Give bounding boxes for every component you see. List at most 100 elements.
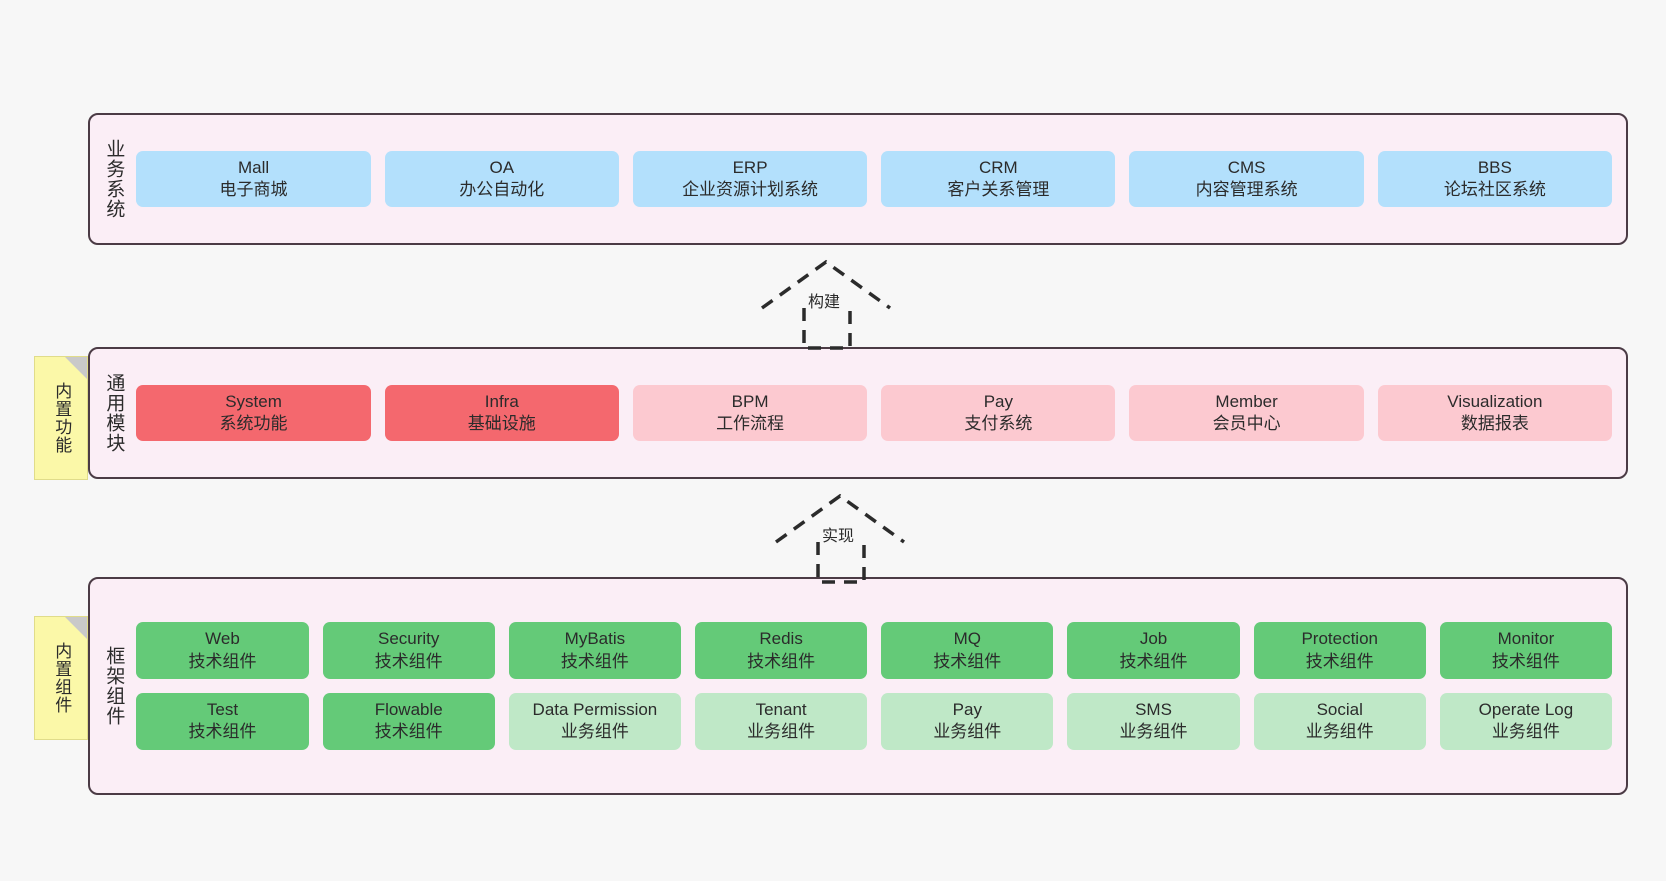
card-row: Test 技术组件 Flowable 技术组件 Data Permission …	[136, 693, 1613, 750]
connector-build: 构建	[758, 258, 898, 350]
card-subtitle: 支付系统	[964, 414, 1033, 433]
card-subtitle: 业务组件	[560, 722, 629, 742]
card-title: Flowable	[374, 700, 443, 719]
card-monitor[interactable]: Monitor 技术组件	[1439, 622, 1613, 679]
card-title: BBS	[1477, 157, 1512, 177]
connector-build-label: 构建	[808, 294, 841, 311]
card-title: Mall	[237, 157, 270, 177]
layer-framework-components: 框架组件 Web 技术组件 Security 技术组件 MyBatis 技术组件…	[88, 577, 1628, 795]
card-title: Data Permission	[532, 700, 658, 719]
card-bpm[interactable]: BPM 工作流程	[632, 384, 868, 442]
card-grid-common-modules: System 系统功能 Infra 基础设施 BPM 工作流程 Pay 支付系统…	[132, 349, 1626, 477]
card-pay-component[interactable]: Pay 业务组件	[881, 693, 1054, 750]
card-flowable[interactable]: Flowable 技术组件	[322, 693, 495, 750]
card-mall[interactable]: Mall 电子商城	[136, 150, 371, 208]
card-title: Pay	[983, 391, 1013, 411]
layer-label-framework-components: 框架组件	[103, 646, 125, 726]
card-subtitle: 办公自动化	[459, 180, 545, 199]
card-erp[interactable]: ERP 企业资源计划系统	[632, 150, 868, 208]
card-subtitle: 业务组件	[1119, 722, 1188, 742]
card-subtitle: 会员中心	[1212, 414, 1281, 433]
card-title: MQ	[953, 629, 982, 649]
card-infra[interactable]: Infra 基础设施	[384, 384, 619, 442]
card-subtitle: 基础设施	[467, 414, 536, 433]
card-subtitle: 技术组件	[1491, 651, 1560, 671]
card-security[interactable]: Security 技术组件	[322, 622, 495, 679]
card-title: Visualization	[1447, 391, 1543, 411]
card-subtitle: 技术组件	[374, 651, 443, 671]
layer-common-modules: 通用模块 System 系统功能 Infra 基础设施 BPM 工作流程 Pay…	[88, 347, 1628, 479]
card-row: System 系统功能 Infra 基础设施 BPM 工作流程 Pay 支付系统…	[136, 384, 1612, 442]
connector-implement-label: 实现	[822, 528, 855, 545]
card-subtitle: 客户关系管理	[947, 180, 1050, 199]
card-title: Member	[1215, 391, 1278, 411]
card-member[interactable]: Member 会员中心	[1129, 384, 1364, 442]
card-bbs[interactable]: BBS 论坛社区系统	[1377, 150, 1612, 208]
card-redis[interactable]: Redis 技术组件	[695, 622, 868, 679]
card-test[interactable]: Test 技术组件	[136, 693, 309, 750]
card-subtitle: 技术组件	[560, 651, 629, 671]
card-title: SMS	[1135, 700, 1172, 719]
card-visualization[interactable]: Visualization 数据报表	[1377, 384, 1612, 442]
card-mybatis[interactable]: MyBatis 技术组件	[508, 622, 682, 679]
card-grid-framework-components: Web 技术组件 Security 技术组件 MyBatis 技术组件 Redi…	[132, 579, 1626, 793]
card-data-permission[interactable]: Data Permission 业务组件	[508, 693, 682, 750]
card-subtitle: 技术组件	[188, 722, 257, 742]
card-title: Social	[1316, 700, 1363, 719]
card-cms[interactable]: CMS 内容管理系统	[1129, 150, 1364, 208]
card-title: CRM	[978, 157, 1018, 177]
card-title: System	[225, 391, 282, 411]
card-subtitle: 技术组件	[374, 722, 443, 742]
card-sms[interactable]: SMS 业务组件	[1067, 693, 1240, 750]
layer-label-common-modules: 通用模块	[103, 373, 125, 453]
card-title: Security	[378, 629, 440, 649]
card-subtitle: 技术组件	[188, 651, 257, 671]
card-social[interactable]: Social 业务组件	[1253, 693, 1426, 750]
card-subtitle: 技术组件	[1305, 651, 1374, 671]
card-subtitle: 业务组件	[933, 722, 1002, 742]
card-subtitle: 业务组件	[747, 722, 816, 742]
card-subtitle: 电子商城	[219, 180, 288, 199]
card-operate-log[interactable]: Operate Log 业务组件	[1439, 693, 1613, 750]
card-pay-module[interactable]: Pay 支付系统	[881, 384, 1116, 442]
card-web[interactable]: Web 技术组件	[136, 622, 309, 679]
card-tenant[interactable]: Tenant 业务组件	[695, 693, 868, 750]
card-mq[interactable]: MQ 技术组件	[881, 622, 1054, 679]
card-title: Protection	[1301, 629, 1378, 649]
card-subtitle: 内容管理系统	[1195, 180, 1298, 199]
card-protection[interactable]: Protection 技术组件	[1253, 622, 1426, 679]
card-subtitle: 数据报表	[1460, 414, 1529, 433]
card-crm[interactable]: CRM 客户关系管理	[881, 150, 1116, 208]
sticky-fold-corner-icon	[65, 357, 87, 379]
sticky-fold-corner-icon	[65, 617, 87, 639]
card-title: ERP	[732, 157, 768, 177]
card-oa[interactable]: OA 办公自动化	[384, 150, 619, 208]
generalization-stem	[816, 542, 866, 584]
card-grid-business-systems: Mall 电子商城 OA 办公自动化 ERP 企业资源计划系统 CRM 客户关系…	[132, 115, 1626, 243]
connector-build-arrow	[760, 259, 892, 350]
card-job[interactable]: Job 技术组件	[1067, 622, 1240, 679]
layer-label-business-systems: 业务系统	[103, 139, 125, 219]
connector-implement-arrow	[774, 493, 906, 584]
sticky-note-label: 内置功能	[52, 382, 72, 454]
card-title: Monitor	[1497, 629, 1555, 649]
card-row: Web 技术组件 Security 技术组件 MyBatis 技术组件 Redi…	[136, 622, 1613, 679]
card-subtitle: 工作流程	[716, 414, 785, 433]
card-subtitle: 技术组件	[747, 651, 816, 671]
connector-implement: 实现	[772, 492, 912, 584]
card-title: Redis	[759, 629, 803, 649]
card-title: MyBatis	[564, 629, 626, 649]
card-row: Mall 电子商城 OA 办公自动化 ERP 企业资源计划系统 CRM 客户关系…	[136, 150, 1612, 208]
generalization-stem	[802, 308, 852, 350]
card-subtitle: 业务组件	[1491, 722, 1560, 742]
card-subtitle: 系统功能	[219, 414, 288, 433]
card-subtitle: 论坛社区系统	[1443, 180, 1546, 199]
card-system[interactable]: System 系统功能	[136, 384, 371, 442]
sticky-note-builtin-features: 内置功能	[34, 356, 88, 480]
layer-business-systems: 业务系统 Mall 电子商城 OA 办公自动化 ERP 企业资源计划系统 CRM…	[88, 113, 1628, 245]
sticky-note-builtin-components: 内置组件	[34, 616, 88, 740]
card-subtitle: 技术组件	[933, 651, 1002, 671]
card-title: OA	[489, 157, 515, 177]
card-title: Pay	[952, 700, 982, 719]
